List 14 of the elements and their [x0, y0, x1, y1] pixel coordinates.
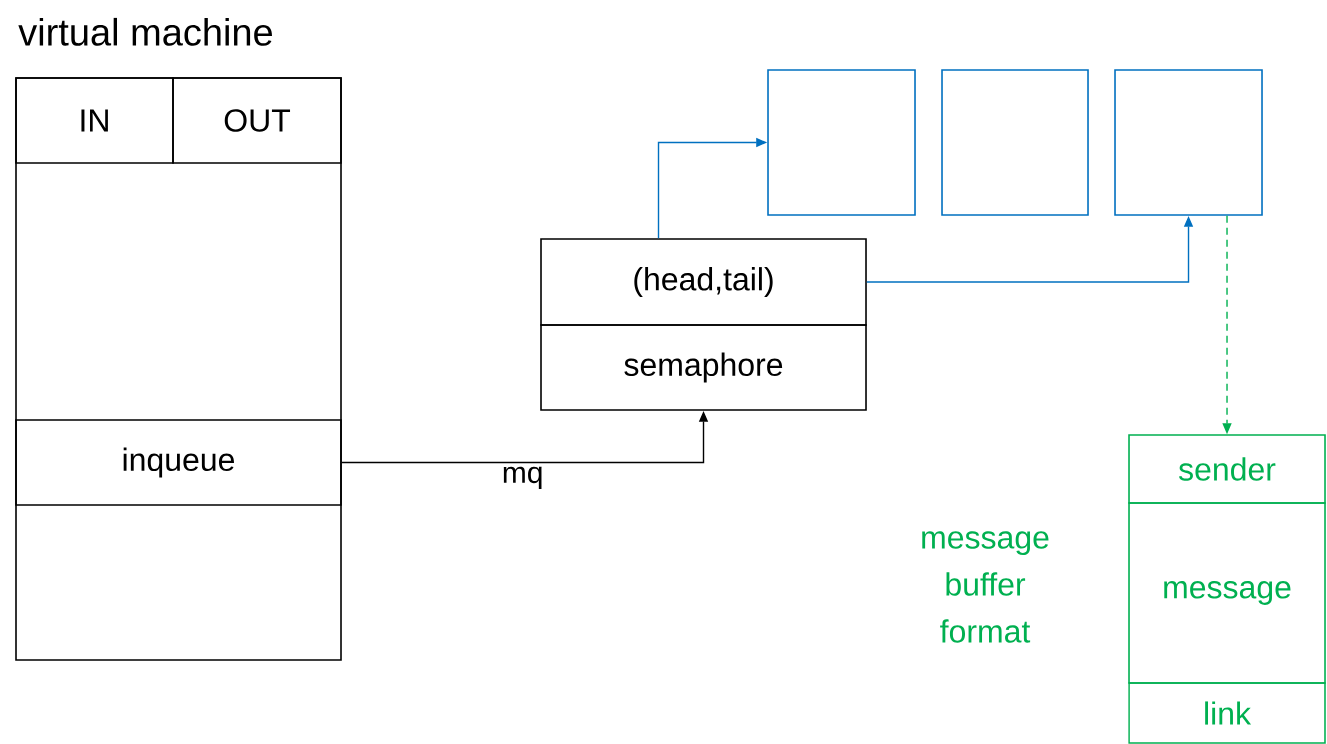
table-cell: link [1128, 682, 1326, 744]
buffer-box [1114, 69, 1263, 216]
table-cell: inqueue [15, 419, 342, 506]
buffer-box [767, 69, 916, 216]
table-cell: IN [15, 77, 174, 164]
buffer-box [941, 69, 1089, 216]
table-cell: (head,tail) [540, 238, 867, 326]
table-cell: semaphore [540, 324, 867, 411]
heading: virtual machine [18, 17, 272, 46]
note-text: message buffer format [922, 531, 1049, 643]
edge-label: mq [500, 465, 545, 491]
table-cell: sender [1128, 434, 1326, 504]
table-cell: message [1128, 502, 1326, 684]
table-cell: OUT [172, 77, 342, 164]
